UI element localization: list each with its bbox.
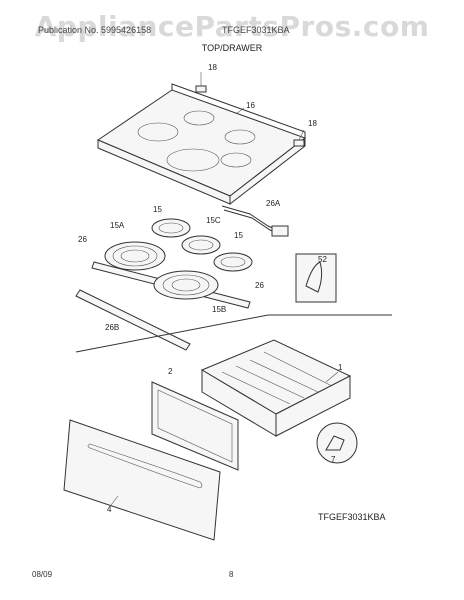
callout-52: 52	[318, 255, 327, 264]
wire-harness-part[interactable]	[221, 205, 289, 237]
limiter-clip-part[interactable]	[295, 253, 337, 303]
section-divider	[75, 314, 392, 353]
drawer-inner-panel-part[interactable]	[151, 381, 239, 471]
element-support-bar-26b[interactable]	[75, 289, 191, 351]
surface-element-15b[interactable]	[153, 270, 219, 300]
drawer-front-part[interactable]	[63, 419, 221, 541]
callout-1: 1	[338, 363, 343, 372]
watermark-logo: AppliancePartsPros.com	[34, 10, 430, 43]
callout-15-top: 15	[153, 205, 162, 214]
surface-element-15-right[interactable]	[213, 252, 253, 272]
callout-15a: 15A	[110, 221, 125, 230]
callout-16: 16	[246, 101, 255, 110]
model-label: TFGEF3031KBA	[222, 25, 290, 35]
callout-26a: 26A	[266, 199, 281, 208]
drawer-glide-part[interactable]	[316, 422, 358, 464]
callout-15b: 15B	[212, 305, 226, 314]
callout-26b: 26B	[105, 323, 119, 332]
callout-26-left: 26	[78, 235, 87, 244]
callout-15-right: 15	[234, 231, 243, 240]
cooktop-glass-part[interactable]	[96, 83, 307, 206]
surface-element-15-top[interactable]	[151, 218, 191, 238]
publication-label: Publication No. 5995426158	[38, 25, 152, 35]
drawer-body-part[interactable]	[200, 339, 352, 437]
callout-18-left: 18	[208, 63, 217, 72]
footer-page-number: 8	[229, 570, 234, 579]
callout-15c: 15C	[206, 216, 221, 225]
surface-element-15a[interactable]	[104, 241, 166, 271]
model-code: TFGEF3031KBA	[318, 512, 386, 522]
callout-7: 7	[331, 455, 336, 464]
callout-26-right: 26	[255, 281, 264, 290]
mounting-bracket-left[interactable]	[195, 72, 207, 93]
mounting-bracket-right[interactable]	[293, 129, 305, 147]
callout-2: 2	[168, 367, 173, 376]
callout-18-right: 18	[308, 119, 317, 128]
section-title: TOP/DRAWER	[201, 43, 263, 53]
footer-date: 08/09	[32, 570, 53, 579]
callout-4: 4	[107, 505, 112, 514]
surface-element-15c[interactable]	[181, 235, 221, 255]
